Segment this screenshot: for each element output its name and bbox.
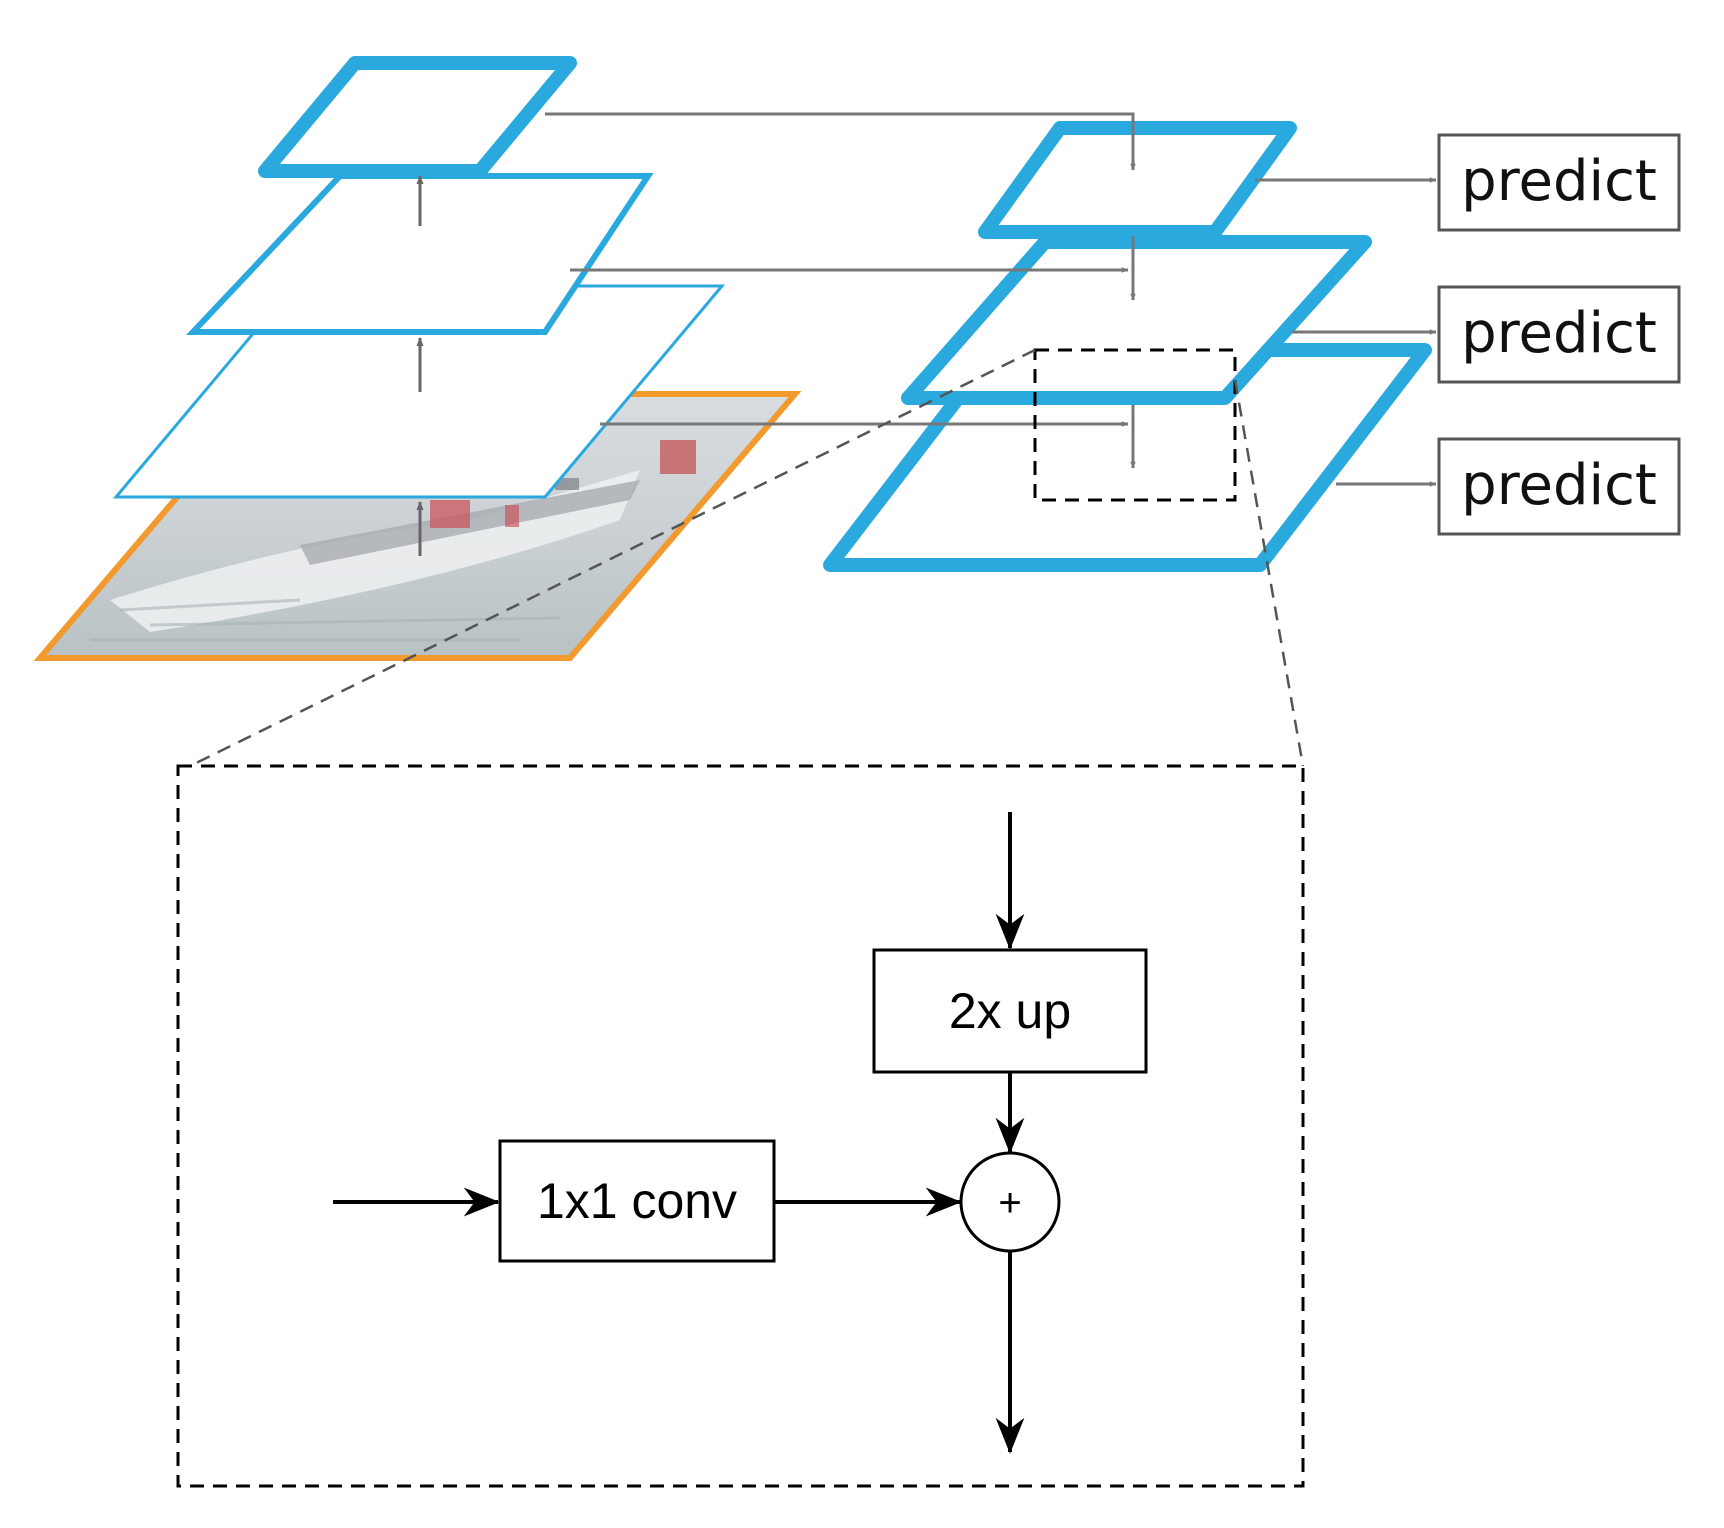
predict-box-2: predict <box>1437 285 1681 384</box>
lateral-connector-top <box>545 112 1136 171</box>
predict-label-3: predict <box>1461 453 1657 518</box>
upsample-label: 2x up <box>949 983 1071 1039</box>
lateral-conv-block: 1x1 conv <box>498 1139 776 1263</box>
bottom-up-feature-map-3 <box>258 56 577 178</box>
top-down-feature-map-1 <box>978 121 1297 239</box>
upsample-block: 2x up <box>872 948 1148 1074</box>
predict-label-1: predict <box>1461 149 1657 214</box>
zoom-region <box>1033 348 1237 502</box>
predict-box-1: predict <box>1437 133 1681 232</box>
predict-label-2: predict <box>1461 301 1657 366</box>
lateral-conv-label: 1x1 conv <box>537 1173 737 1229</box>
bottom-up-feature-map-2 <box>186 173 654 335</box>
zoom-guide-right <box>1233 379 1305 767</box>
top-down-feature-map-2 <box>901 235 1372 405</box>
predict-box-3: predict <box>1437 437 1681 536</box>
merge-node: + <box>959 1151 1061 1253</box>
detail-panel <box>176 764 1305 1488</box>
merge-symbol: + <box>998 1181 1021 1225</box>
zoom-guide-left <box>189 348 1036 768</box>
